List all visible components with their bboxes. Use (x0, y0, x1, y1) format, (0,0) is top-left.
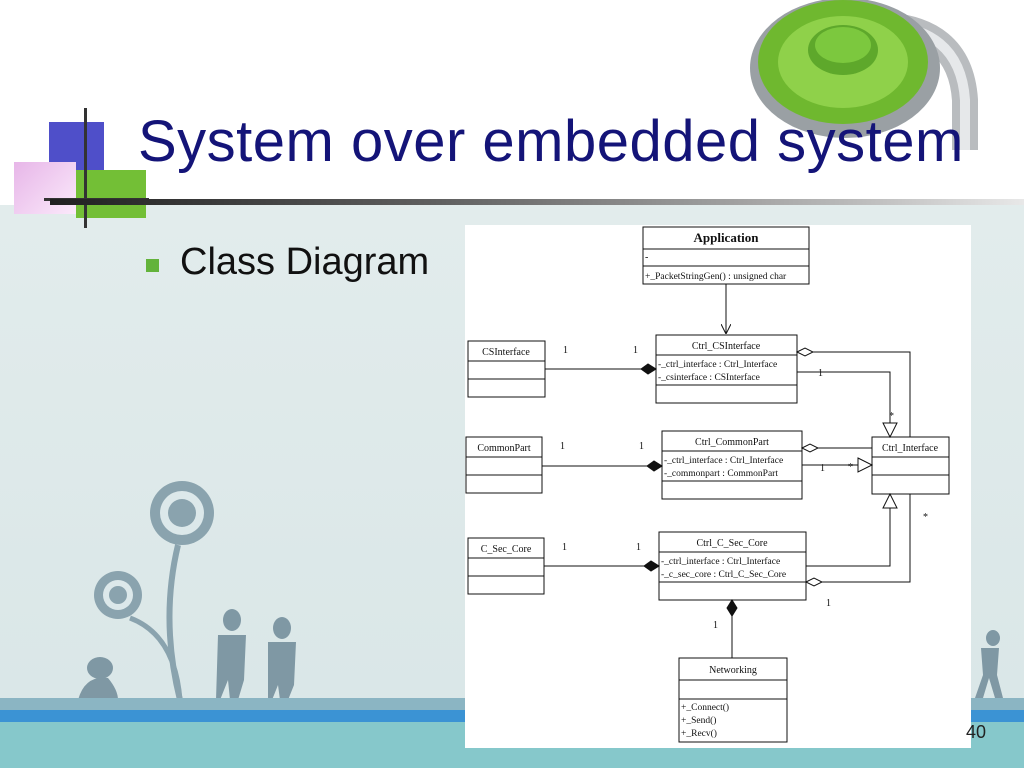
ctrl-csinterface-name: Ctrl_CSInterface (692, 341, 761, 352)
class-networking (678, 657, 788, 743)
generalization-ctrl-commonpart (802, 457, 874, 473)
multiplicity-label: 1 (818, 368, 823, 379)
ctrl-interface-name: Ctrl_Interface (882, 443, 939, 454)
walking-person-silhouette (975, 630, 1003, 698)
application-attr: - (645, 252, 648, 263)
ctrl-c-sec-core-attr1: -_ctrl_interface : Ctrl_Interface (661, 556, 780, 567)
ctrl-csinterface-attr1: -_ctrl_interface : Ctrl_Interface (658, 359, 777, 370)
multiplicity-label: * (848, 462, 853, 473)
composition-csinterface (545, 363, 657, 375)
class-csinterface (467, 340, 546, 398)
networking-op3: +_Recv() (681, 728, 717, 739)
aggregation-ctrl-csinterface (795, 347, 911, 437)
title-square-decoration (14, 108, 149, 228)
networking-name: Networking (709, 665, 757, 676)
commonpart-name: CommonPart (477, 443, 531, 454)
c-sec-core-name: C_Sec_Core (481, 544, 532, 555)
multiplicity-label: 1 (563, 345, 568, 356)
ctrl-commonpart-name: Ctrl_CommonPart (695, 437, 769, 448)
flower-silhouettes (78, 481, 296, 701)
csinterface-name: CSInterface (482, 347, 530, 358)
multiplicity-label: * (923, 512, 928, 523)
application-op: +_PacketStringGen() : unsigned char (645, 271, 787, 282)
bullet-marker (146, 259, 159, 272)
multiplicity-label: * (889, 411, 894, 422)
ctrl-c-sec-core-attr2: -_c_sec_core : Ctrl_C_Sec_Core (661, 570, 786, 580)
networking-op2: +_Send() (681, 715, 716, 726)
aggregation-ctrl-c-sec-core (804, 494, 911, 587)
multiplicity-label: 1 (633, 345, 638, 356)
networking-op1: +_Connect() (681, 702, 729, 713)
ctrl-c-sec-core-name: Ctrl_C_Sec_Core (696, 538, 768, 549)
composition-commonpart (542, 460, 663, 472)
multiplicity-label: 1 (636, 542, 641, 553)
page-number: 40 (966, 722, 987, 742)
multiplicity-label: 1 (820, 463, 825, 474)
slide-title: System over embedded system (138, 109, 964, 174)
aggregation-ctrl-commonpart (800, 443, 872, 453)
application-name: Application (693, 230, 759, 245)
class-diagram: Application - +_PacketStringGen() : unsi… (465, 225, 971, 748)
multiplicity-label: 1 (560, 441, 565, 452)
composition-networking (726, 599, 738, 658)
class-ctrl-commonpart (661, 430, 803, 500)
multiplicity-label: 1 (639, 441, 644, 452)
class-ctrl-csinterface (655, 334, 798, 404)
title-underline (50, 199, 1024, 205)
ctrl-csinterface-attr2: -_csinterface : CSInterface (658, 372, 760, 383)
ctrl-commonpart-attr2: -_commonpart : CommonPart (664, 469, 778, 479)
multiplicity-label: 1 (562, 542, 567, 553)
generalization-ctrl-csinterface (797, 371, 898, 439)
class-commonpart (465, 436, 543, 494)
ctrl-commonpart-attr1: -_ctrl_interface : Ctrl_Interface (664, 455, 783, 466)
padlock-image (750, 0, 978, 150)
multiplicity-label: 1 (826, 598, 831, 609)
class-c-sec-core (467, 537, 545, 595)
bullet-text: Class Diagram (180, 241, 430, 283)
generalization-ctrl-c-sec-core (806, 492, 898, 567)
composition-c-sec-core (544, 560, 660, 572)
multiplicity-label: 1 (713, 620, 718, 631)
